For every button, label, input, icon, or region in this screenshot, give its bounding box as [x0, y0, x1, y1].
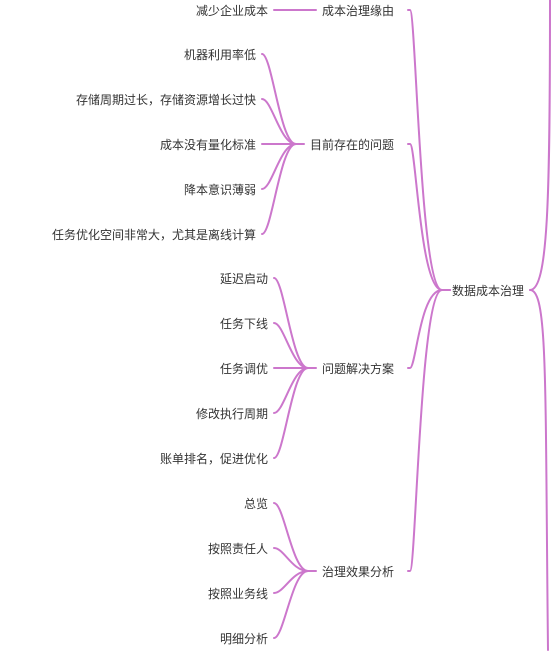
leaf-no-quantify[interactable]: 成本没有量化标准 — [159, 138, 256, 152]
leaf-reduce-cost[interactable]: 减少企业成本 — [195, 4, 268, 18]
leaf-change-period[interactable]: 修改执行周期 — [195, 407, 268, 421]
branch-1-leaf-4-connector — [261, 143, 297, 235]
branch-3-leaf-0-connector — [273, 502, 309, 572]
root-to-branch-3-connector — [407, 289, 443, 572]
root-to-branch-2-connector — [407, 289, 443, 369]
root-node[interactable]: 数据成本治理 — [452, 284, 525, 298]
branch-cost-reason[interactable]: 成本治理缘由 — [322, 4, 395, 18]
leaf-weak-awareness[interactable]: 降本意识薄弱 — [183, 183, 256, 197]
leaf-bill-ranking[interactable]: 账单排名，促进优化 — [159, 452, 268, 466]
leaf-storage-period[interactable]: 存储周期过长，存储资源增长过快 — [75, 93, 256, 107]
leaf-task-offline[interactable]: 任务下线 — [219, 317, 268, 331]
branch-3-leaf-1-connector — [273, 547, 309, 572]
leaf-task-tuning[interactable]: 任务调优 — [219, 362, 268, 376]
leaf-overview[interactable]: 总览 — [243, 497, 268, 511]
root-to-branch-1-connector — [407, 143, 443, 291]
branch-current-problems[interactable]: 目前存在的问题 — [310, 138, 395, 152]
root-outgoing-connector-top — [529, 0, 551, 291]
leaf-delay-start[interactable]: 延迟启动 — [219, 272, 268, 286]
branch-2-leaf-4-connector — [273, 367, 309, 459]
root-to-branch-0-connector — [407, 9, 443, 291]
leaf-detail-analysis[interactable]: 明细分析 — [219, 632, 268, 646]
branch-1-leaf-0-connector — [261, 53, 297, 145]
leaf-low-utilization[interactable]: 机器利用率低 — [183, 48, 256, 62]
branch-solutions[interactable]: 问题解决方案 — [322, 362, 395, 376]
root-outgoing-connector — [529, 289, 549, 651]
leaf-by-owner[interactable]: 按照责任人 — [207, 542, 268, 556]
branch-1-leaf-1-connector — [261, 98, 297, 145]
branch-2-leaf-1-connector — [273, 322, 309, 369]
branch-effect-analysis[interactable]: 治理效果分析 — [322, 565, 395, 579]
leaf-by-business[interactable]: 按照业务线 — [207, 587, 268, 601]
leaf-offline-compute[interactable]: 任务优化空间非常大，尤其是离线计算 — [51, 228, 256, 242]
branch-3-leaf-3-connector — [273, 570, 309, 639]
branch-2-leaf-0-connector — [273, 277, 309, 369]
